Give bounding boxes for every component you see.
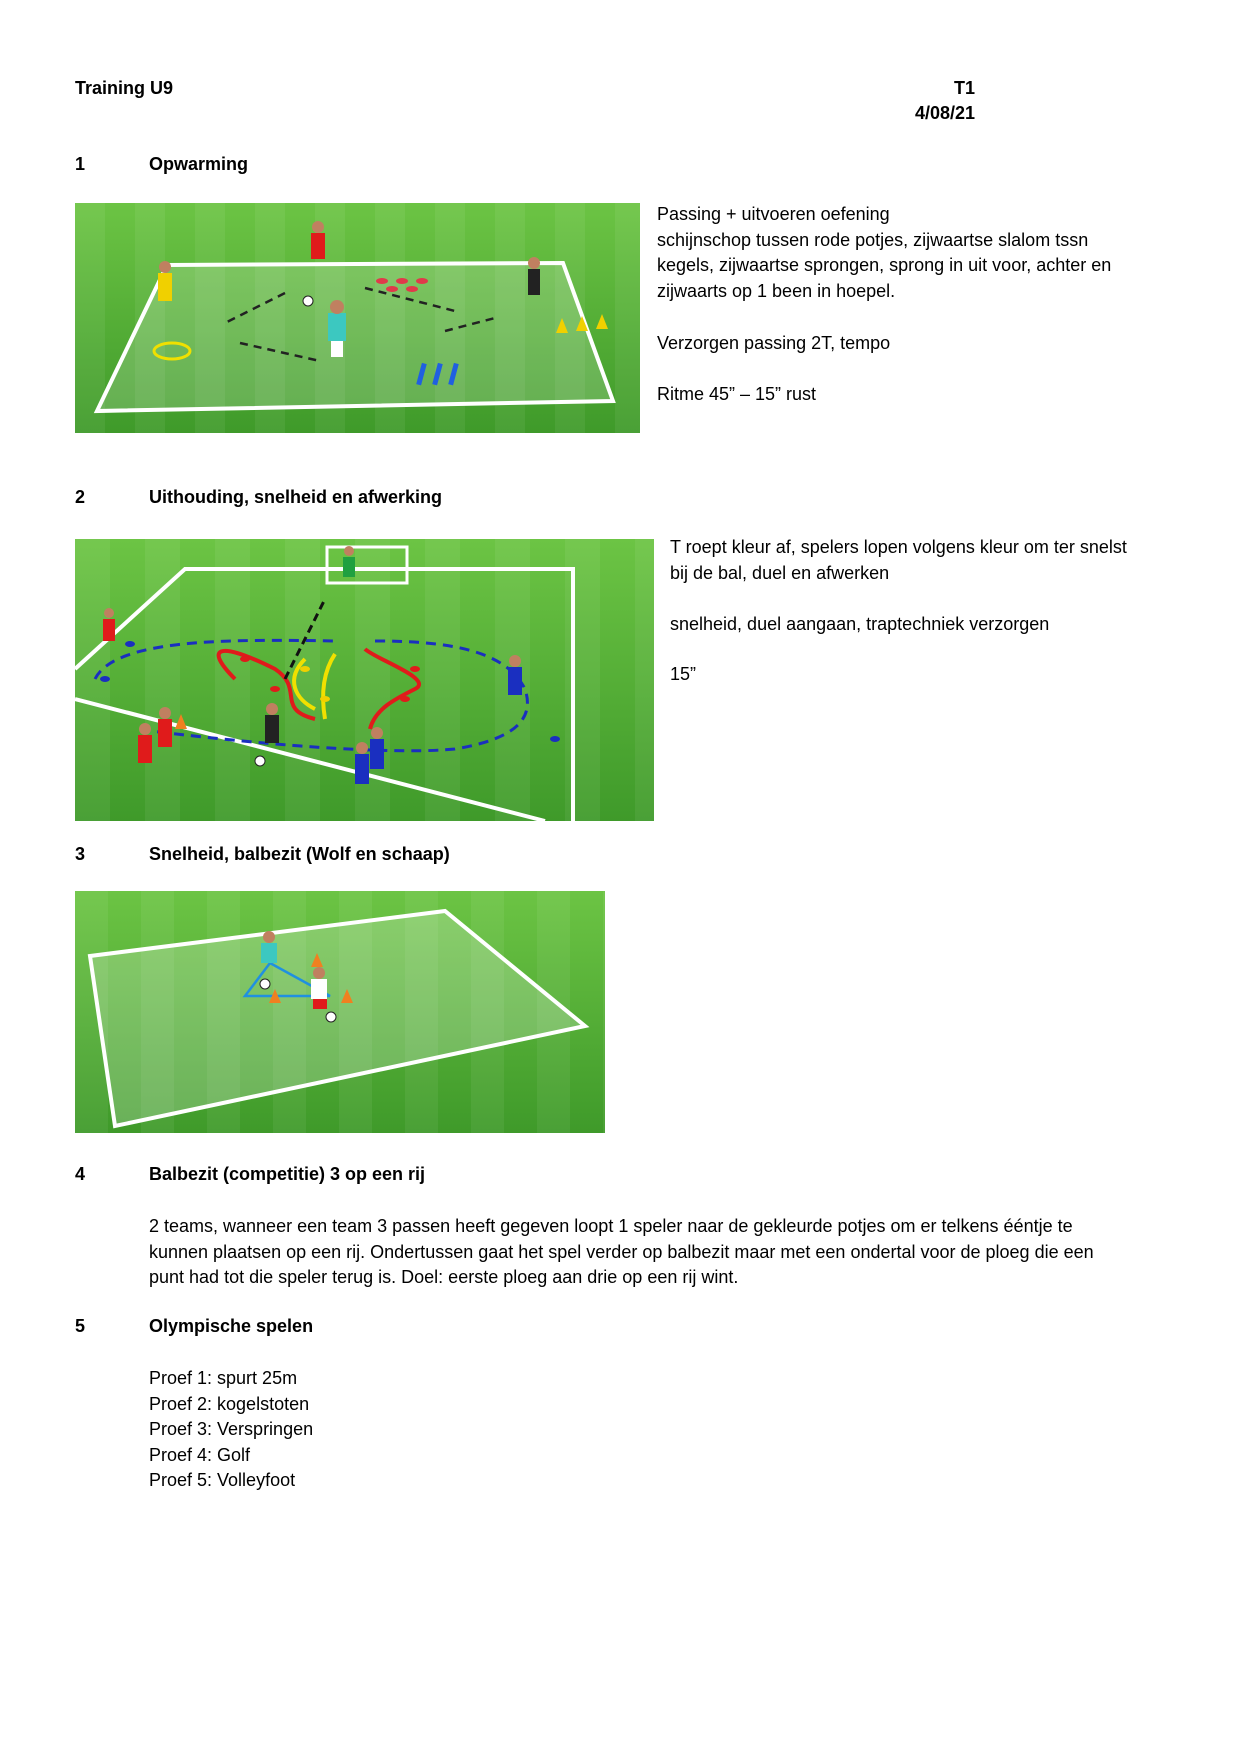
section-1-line-4: zijwaarts op 1 been in hoepel.	[657, 280, 896, 301]
section-5-list: Proef 1: spurt 25m Proef 2: kogelstoten …	[149, 1366, 313, 1494]
exercise-2-diagram	[75, 539, 654, 821]
section-2-number: 2	[75, 487, 86, 507]
exercise-1-diagram	[75, 203, 640, 433]
section-4-number: 4	[75, 1164, 86, 1184]
list-item: Proef 2: kogelstoten	[149, 1393, 310, 1414]
section-4-description: 2 teams, wanneer een team 3 passen heeft…	[149, 1214, 1094, 1291]
section-2-title: Uithouding, snelheid en afwerking	[149, 487, 443, 507]
section-1-note-1: Verzorgen passing 2T, tempo	[657, 333, 891, 353]
section-1-line-3: kegels, zijwaartse sprongen, sprong in u…	[657, 255, 1112, 275]
training-date: 4/08/21	[914, 103, 975, 123]
section-4-line-3: punt had tot die speler terug is. Doel: …	[149, 1267, 739, 1287]
section-2-note-2: 15”	[670, 664, 697, 684]
section-4-title: Balbezit (competitie) 3 op een rij	[149, 1164, 426, 1184]
section-1-line-2: schijnschop tussen rode potjes, zijwaart…	[657, 229, 1089, 250]
list-item: Proef 5: Volleyfoot	[149, 1470, 296, 1490]
section-5-number: 5	[75, 1316, 86, 1336]
section-2-description: T roept kleur af, spelers lopen volgens …	[670, 535, 1127, 586]
section-2-line-1: T roept kleur af, spelers lopen volgens …	[670, 537, 1127, 557]
section-1-description: Passing + uitvoeren oefening schijnschop…	[657, 202, 1111, 304]
section-1-note-2: Ritme 45” – 15” rust	[657, 384, 817, 404]
section-4-line-1: 2 teams, wanneer een team 3 passen heeft…	[149, 1216, 1073, 1236]
list-item: Proef 3: Verspringen	[149, 1419, 314, 1439]
section-1-number: 1	[75, 154, 86, 174]
section-1-line-1: Passing + uitvoeren oefening	[657, 204, 890, 224]
section-4-line-2: kunnen plaatsen op een rij. Ondertussen …	[149, 1241, 1094, 1262]
list-item: Proef 4: Golf	[149, 1444, 251, 1465]
section-5-title: Olympische spelen	[149, 1316, 314, 1336]
section-3-title: Snelheid, balbezit (Wolf en schaap)	[149, 844, 450, 864]
section-1-title: Opwarming	[149, 154, 249, 174]
document-title: Training U9	[75, 78, 174, 98]
training-code: T1	[953, 78, 975, 98]
section-2-note-1: snelheid, duel aangaan, traptechniek ver…	[670, 614, 1050, 634]
exercise-3-diagram	[75, 891, 605, 1133]
section-2-line-2: bij de bal, duel en afwerken	[670, 562, 890, 583]
section-3-number: 3	[75, 844, 86, 864]
list-item: Proef 1: spurt 25m	[149, 1368, 298, 1388]
